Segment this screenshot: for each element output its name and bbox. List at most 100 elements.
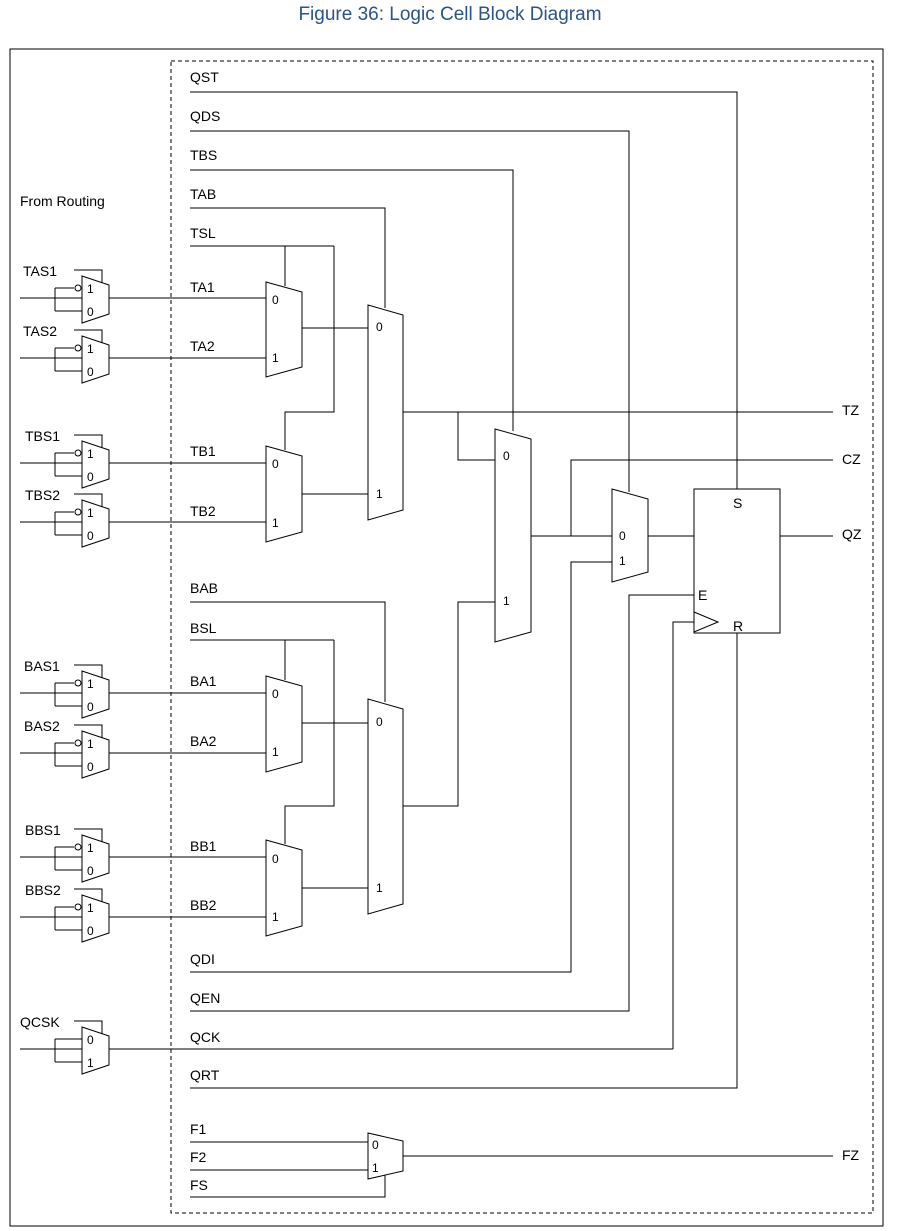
input-mux-bbs1: BBS1 1 0 [20, 822, 110, 883]
svg-text:1: 1 [87, 901, 94, 915]
svg-text:1: 1 [87, 447, 94, 461]
svg-text:1: 1 [87, 506, 94, 520]
svg-text:0: 0 [272, 852, 279, 866]
signal-bab: BAB [190, 580, 218, 596]
input-mux-label: TAS1 [23, 263, 57, 279]
input-mux-label: BAS1 [24, 658, 60, 674]
signal-qds: QDS [190, 108, 220, 124]
svg-text:0: 0 [87, 760, 94, 774]
input-mux-label: TAS2 [23, 323, 57, 339]
svg-text:1: 1 [87, 737, 94, 751]
mux-ta: 0 1 [265, 281, 303, 378]
svg-text:1: 1 [376, 487, 383, 501]
svg-text:1: 1 [272, 745, 279, 759]
mux-ba: 0 1 [265, 675, 303, 773]
signal-bb1: BB1 [190, 838, 217, 854]
input-mux-qcsk: QCSK 0 1 [20, 1014, 110, 1075]
input-mux-tas2: TAS2 1 0 [20, 323, 110, 384]
input-wires [109, 297, 673, 1050]
input-mux-label: TBS1 [25, 428, 60, 444]
input-mux-tbs2: TBS2 1 0 [20, 487, 110, 548]
svg-text:1: 1 [87, 1056, 94, 1070]
signal-ba2: BA2 [190, 733, 217, 749]
signal-tab: TAB [190, 186, 216, 202]
stage2-wires [302, 327, 368, 889]
signal-labels: QST QDS TBS TAB TSL TA1 TA2 TB1 TB2 BAB … [190, 69, 221, 1193]
control-wires [190, 91, 738, 844]
svg-text:0: 0 [87, 1033, 94, 1047]
output-qz: QZ [842, 526, 862, 542]
svg-text:0: 0 [376, 320, 383, 334]
svg-text:0: 0 [87, 924, 94, 938]
ff-enable-label: E [698, 587, 707, 603]
signal-qdi: QDI [190, 951, 215, 967]
svg-text:1: 1 [272, 351, 279, 365]
svg-text:0: 0 [376, 715, 383, 729]
input-mux-bbs2: BBS2 1 0 [20, 882, 110, 943]
signal-qst: QST [190, 69, 219, 85]
output-cz: CZ [842, 451, 861, 467]
ff-control-wires [190, 594, 738, 1089]
outer-frame [9, 48, 884, 1227]
mux-top: 0 1 [367, 304, 404, 521]
signal-tsl: TSL [190, 225, 216, 241]
signal-qen: QEN [190, 990, 220, 1006]
svg-text:1: 1 [376, 881, 383, 895]
mux-tb: 0 1 [265, 445, 303, 543]
input-mux-label: QCSK [20, 1014, 60, 1030]
stage3-wires [403, 411, 833, 807]
signal-tb1: TB1 [190, 443, 216, 459]
svg-text:1: 1 [272, 516, 279, 530]
output-labels: TZ CZ QZ FZ [842, 402, 862, 1163]
svg-text:1: 1 [87, 282, 94, 296]
svg-text:0: 0 [503, 449, 510, 463]
mux-bb: 0 1 [265, 839, 303, 937]
output-fz: FZ [842, 1147, 860, 1163]
signal-bb2: BB2 [190, 897, 217, 913]
mux-f: 0 1 [190, 1132, 833, 1198]
ff-set-label: S [733, 495, 742, 511]
input-mux-label: BAS2 [24, 718, 60, 734]
signal-f1: F1 [190, 1121, 207, 1137]
flip-flop: S E R [648, 488, 833, 634]
svg-text:1: 1 [503, 594, 510, 608]
svg-text:0: 0 [272, 687, 279, 701]
svg-text:0: 0 [619, 529, 626, 543]
signal-ta2: TA2 [190, 338, 215, 354]
input-mux-bas2: BAS2 1 0 [20, 718, 110, 779]
svg-text:0: 0 [87, 470, 94, 484]
svg-text:1: 1 [272, 910, 279, 924]
mux-bottom: 0 1 [367, 698, 404, 915]
logic-cell-boundary [170, 60, 874, 1214]
input-mux-tas1: TAS1 1 0 [20, 263, 110, 324]
figure-title: Figure 36: Logic Cell Block Diagram [298, 4, 602, 25]
svg-text:0: 0 [372, 1138, 379, 1152]
svg-text:1: 1 [87, 677, 94, 691]
mux-third: 0 1 [494, 428, 532, 643]
cz-wires [190, 459, 833, 973]
mux-ff-input: 0 1 [611, 488, 649, 583]
signal-qrt: QRT [190, 1067, 220, 1083]
input-mux-tbs1: TBS1 1 0 [20, 428, 110, 489]
from-routing-label: From Routing [20, 193, 105, 209]
svg-text:0: 0 [87, 305, 94, 319]
signal-tb2: TB2 [190, 503, 216, 519]
svg-text:0: 0 [87, 864, 94, 878]
signal-f2: F2 [190, 1149, 207, 1165]
output-tz: TZ [842, 402, 860, 418]
signal-ba1: BA1 [190, 673, 217, 689]
svg-text:0: 0 [87, 529, 94, 543]
signal-qck: QCK [190, 1029, 221, 1045]
input-mux-label: BBS1 [25, 822, 61, 838]
ff-reset-label: R [733, 618, 743, 634]
svg-text:1: 1 [372, 1161, 379, 1175]
signal-tbs: TBS [190, 147, 217, 163]
svg-text:0: 0 [87, 365, 94, 379]
svg-text:1: 1 [619, 554, 626, 568]
signal-fs: FS [190, 1177, 208, 1193]
svg-text:0: 0 [272, 293, 279, 307]
svg-text:1: 1 [87, 841, 94, 855]
input-mux-label: BBS2 [25, 882, 61, 898]
svg-text:0: 0 [87, 700, 94, 714]
